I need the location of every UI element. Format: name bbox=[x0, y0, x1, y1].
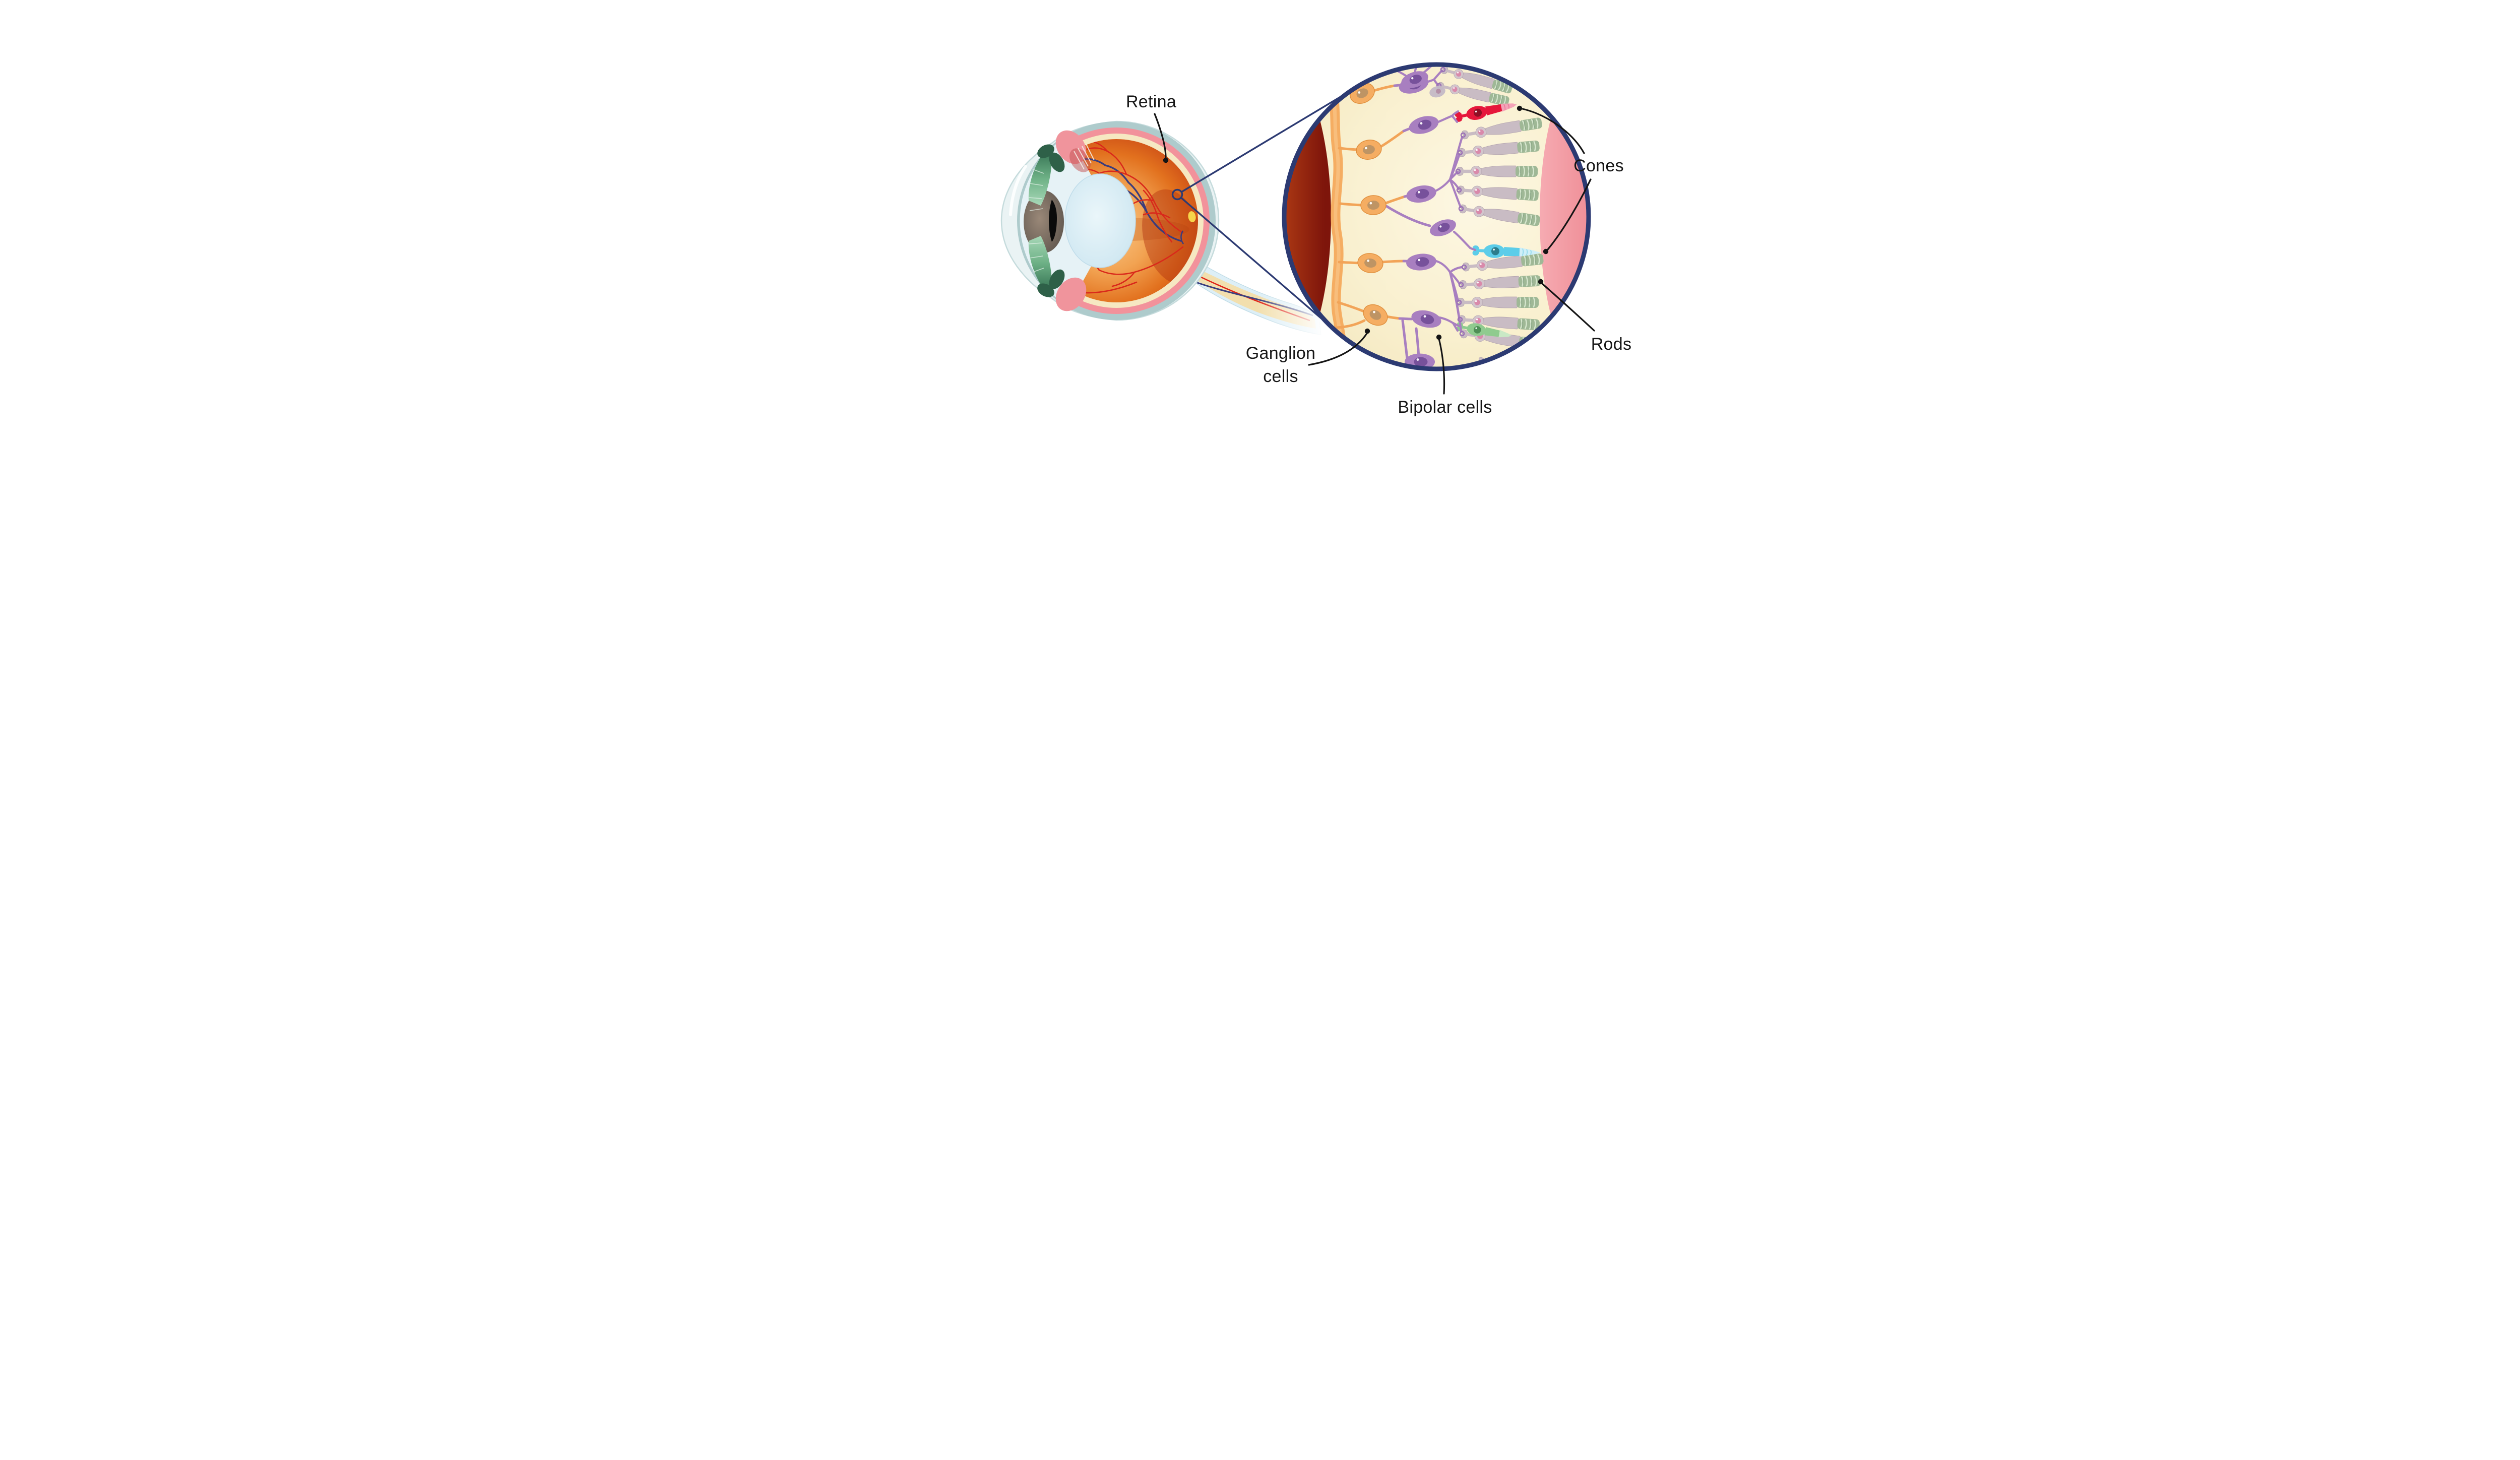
retinal-arteries bbox=[1077, 139, 1184, 294]
cones-dot-upper bbox=[1517, 105, 1523, 111]
rods-label: Rods bbox=[1591, 335, 1632, 354]
inset-background bbox=[1284, 65, 1589, 369]
zonule-fibers bbox=[1074, 144, 1095, 170]
magnifier-source-circle bbox=[1171, 188, 1183, 201]
label-cones: Cones bbox=[1517, 105, 1624, 255]
magnifier-line-lower bbox=[1180, 197, 1338, 333]
label-bipolar-cells: Bipolar cells bbox=[1398, 334, 1492, 417]
magnifier-line-upper bbox=[1181, 85, 1359, 193]
nerve-fiber-band-highlight bbox=[1326, 71, 1350, 369]
optic-disc-hook bbox=[1180, 230, 1184, 244]
ciliary-muscle-top bbox=[1049, 152, 1065, 172]
label-rods: Rods bbox=[1538, 279, 1631, 354]
retina-label: Retina bbox=[1126, 92, 1176, 111]
cones-dot-lower bbox=[1543, 248, 1549, 255]
ganglion-cell-processes bbox=[1336, 84, 1406, 329]
retina-diagram: Retina Cones Rods Ganglion cells Bipolar… bbox=[1000, 62, 1631, 417]
bipolar-label: Bipolar cells bbox=[1398, 398, 1492, 417]
inset-border bbox=[1282, 62, 1591, 371]
magnifier-connectors bbox=[1171, 85, 1359, 333]
cone-cyan bbox=[1472, 244, 1541, 258]
pupil bbox=[1049, 200, 1057, 242]
zonule-patch bbox=[1069, 148, 1091, 172]
fovea bbox=[1188, 211, 1196, 222]
retina-diagram-page: Retina Cones Rods Ganglion cells Bipolar… bbox=[874, 0, 1646, 438]
labels: Retina Cones Rods Ganglion cells Bipolar… bbox=[1126, 92, 1631, 417]
ganglion-dot bbox=[1364, 328, 1370, 334]
ciliary-body-bottom bbox=[1055, 277, 1087, 311]
ganglion-label-line1: Ganglion bbox=[1246, 344, 1316, 363]
iris-cap-bottom bbox=[1037, 283, 1054, 297]
eye-cross-section bbox=[1000, 120, 1220, 321]
cone-green bbox=[1456, 322, 1511, 338]
iris-cap-top bbox=[1037, 144, 1054, 158]
iris-streaks-upper bbox=[1028, 169, 1044, 211]
rods-dot bbox=[1538, 279, 1544, 285]
iris-streaks-lower bbox=[1028, 242, 1044, 273]
bipolar-dot bbox=[1436, 334, 1442, 340]
retina-dot bbox=[1163, 157, 1169, 163]
cone-red bbox=[1455, 103, 1517, 122]
label-ganglion-cells: Ganglion cells bbox=[1246, 328, 1370, 386]
iris-lower bbox=[1028, 236, 1052, 294]
cones-label: Cones bbox=[1573, 156, 1624, 175]
lens bbox=[1064, 173, 1136, 268]
ciliary-muscle-bottom bbox=[1049, 269, 1065, 289]
cornea-highlight bbox=[1009, 165, 1027, 216]
optic-nerve bbox=[1188, 259, 1338, 358]
label-retina: Retina bbox=[1126, 92, 1176, 163]
ganglion-label-line2: cells bbox=[1263, 367, 1298, 386]
iris-upper bbox=[1028, 147, 1052, 206]
